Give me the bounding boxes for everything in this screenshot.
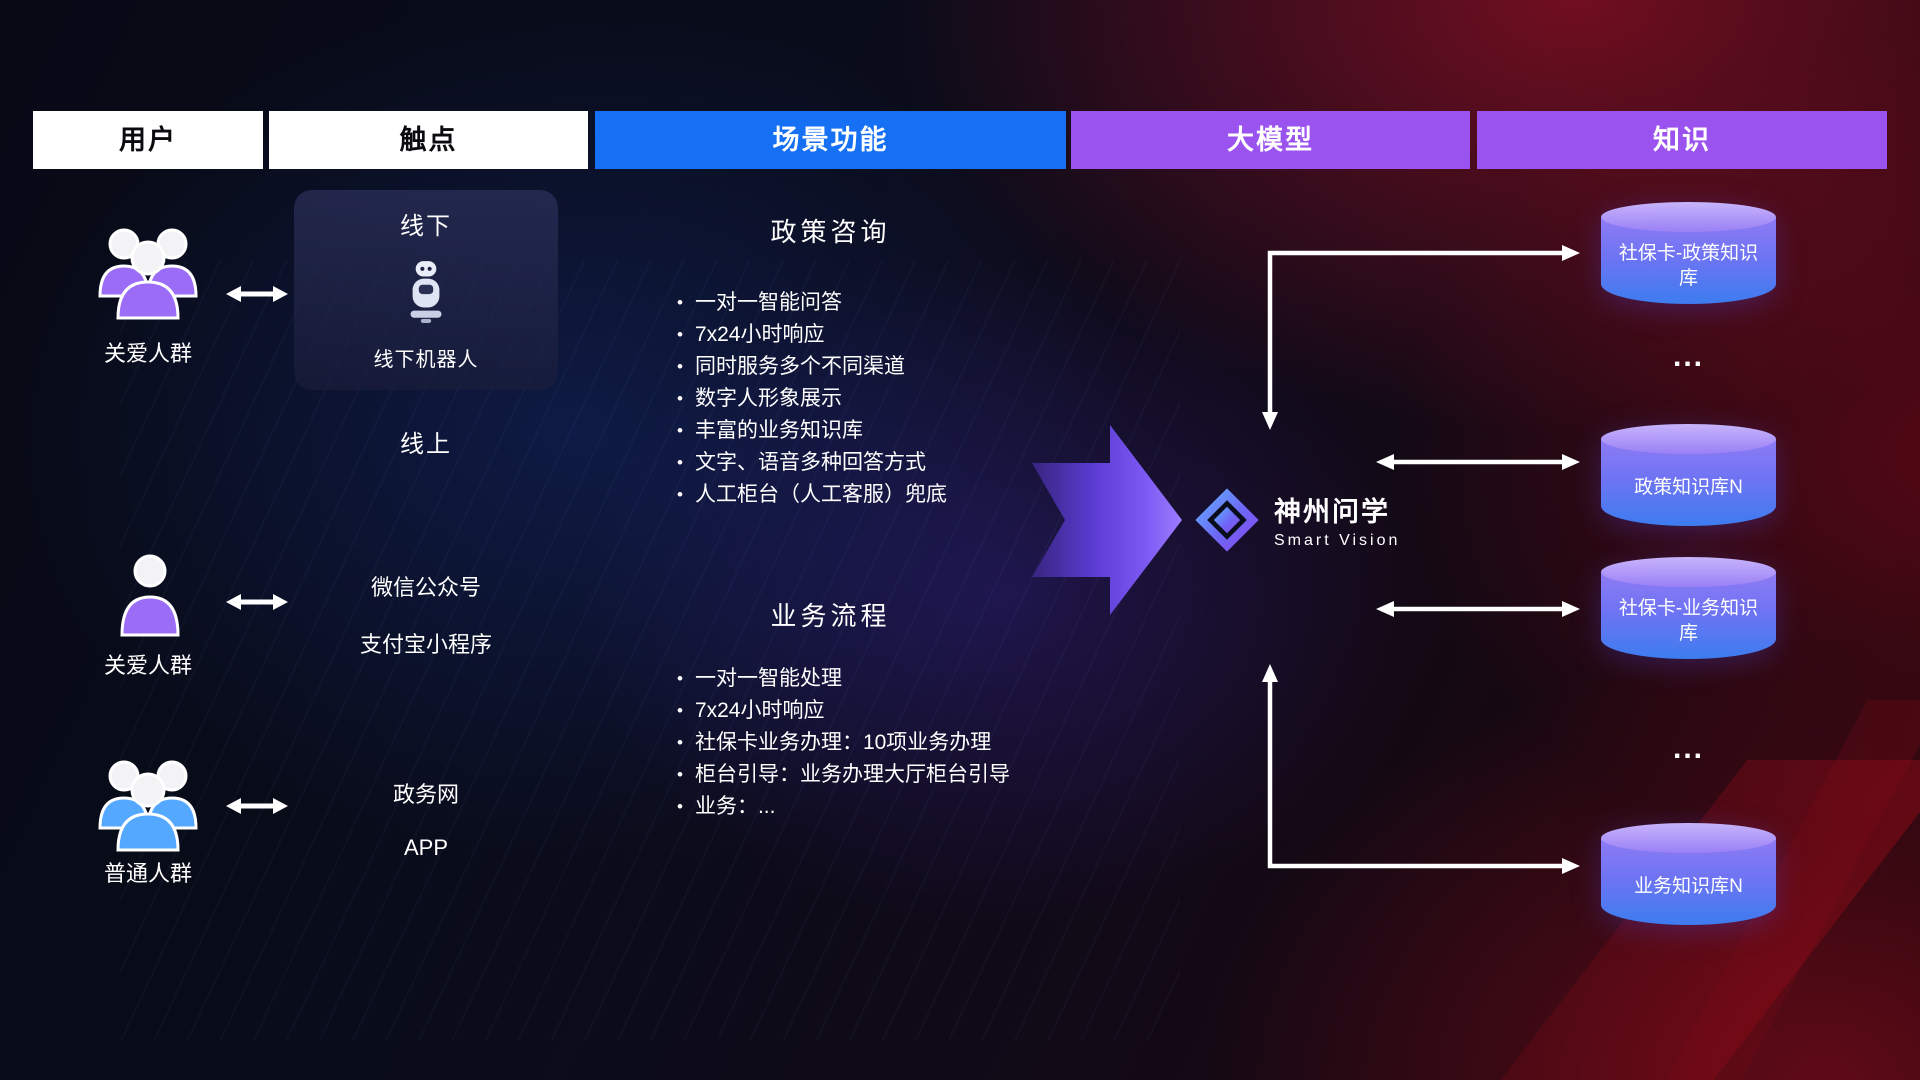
scene-section-title-process: 业务流程 [770,601,891,631]
db-cylinder-top [1601,202,1776,232]
general-user-group-icon [98,760,198,852]
scene-bullet-item: • 7x24小时响应 [677,700,1107,722]
brand-logo-icon [1195,488,1259,552]
bullet-dot: • [677,669,683,688]
bidirectional-arrow-icon [226,798,288,814]
column-header-touchpoints: 触点 [269,111,588,169]
db-cylinder-top [1601,557,1776,587]
column-header-large-model: 大模型 [1071,111,1470,169]
channel-app: APP [403,835,449,860]
scene-bullet-item: • 7x24小时响应 [677,324,1107,346]
bidirectional-arrow-icon [226,286,288,302]
scene-bullet-item: • 一对一智能处理 [677,668,1107,690]
scene-bullet-item: • 丰富的业务知识库 [677,420,1107,442]
scene-section-title-policy: 政策咨询 [770,217,891,247]
bullet-text: 7x24小时响应 [694,699,825,722]
bullet-text: 数字人形象展示 [694,387,842,410]
scene-bullet-item: • 数字人形象展示 [677,388,1107,410]
scene-bullet-item: • 业务：... [677,796,1107,818]
policy-consult-list: • 一对一智能问答 • 7x24小时响应 • 同时服务多个不同渠道 • 数字人形象展示 • 丰富的… [677,292,1107,516]
knowledge-db-social-policy: 社保卡-政策知识库 [1601,202,1776,304]
bullet-dot: • [677,797,683,816]
bidirectional-arrow-icon [226,594,288,610]
bullet-dot: • [677,701,683,720]
bullet-text: 人工柜台（人工客服）兜底 [694,483,947,506]
brand-subtitle: Smart Vision [1274,532,1401,549]
user-group-label: 关爱人群 [103,341,192,366]
brand-logo: 神州问学 Smart Vision [1194,487,1400,553]
bullet-dot: • [677,485,683,504]
bullet-text: 社保卡业务办理：10项业务办理 [694,731,992,754]
db-label: 社保卡-政策知识库 [1618,242,1759,289]
bullet-dot: • [677,325,683,344]
column-header-knowledge: 知识 [1477,111,1887,169]
bullet-text: 一对一智能问答 [694,291,842,314]
business-process-list: • 一对一智能处理 • 7x24小时响应 • 社保卡业务办理：10项业务办理 • 柜台引导：业… [677,668,1107,828]
bullet-dot: • [677,357,683,376]
bullet-text: 柜台引导：业务办理大厅柜台引导 [694,763,1010,786]
knowledge-db-business-n: 业务知识库N [1601,823,1776,925]
bullet-text: 业务：... [694,795,776,818]
offline-title: 线下 [400,213,452,240]
brand-name: 神州问学 [1274,497,1390,527]
robot-icon [410,261,442,323]
bullet-dot: • [677,733,683,752]
column-header-scene-functions: 场景功能 [595,111,1066,169]
column-header-users: 用户 [33,111,263,169]
single-user-icon [120,554,180,637]
scene-bullet-item: • 社保卡业务办理：10项业务办理 [677,732,1107,754]
db-label: 业务知识库N [1634,876,1743,898]
offline-touchpoint-card: 线下 线下机器人 [294,190,558,390]
db-label: 社保卡-业务知识库 [1618,597,1759,644]
scene-bullet-item: • 柜台引导：业务办理大厅柜台引导 [677,764,1107,786]
knowledge-ellipsis: ... [1672,340,1704,373]
general-user-label: 普通人群 [103,861,192,886]
user-group-icon [98,228,198,320]
bullet-dot: • [677,765,683,784]
bullet-text: 7x24小时响应 [694,323,825,346]
bullet-text: 一对一智能处理 [694,667,842,690]
db-label: 政策知识库N [1634,477,1743,499]
bullet-text: 同时服务多个不同渠道 [694,355,905,378]
bullet-dot: • [677,453,683,472]
channel-wechat-official: 微信公众号 [370,575,481,600]
scene-bullet-item: • 文字、语音多种回答方式 [677,452,1107,474]
bullet-dot: • [677,421,683,440]
offline-robot-label: 线下机器人 [373,349,479,371]
db-cylinder-top [1601,823,1776,853]
knowledge-db-policy-n: 政策知识库N [1601,424,1776,526]
channel-gov-web: 政务网 [392,782,459,807]
user-single-label: 关爱人群 [103,653,192,678]
scene-bullet-item: • 同时服务多个不同渠道 [677,356,1107,378]
bullet-dot: • [677,389,683,408]
scene-bullet-item: • 一对一智能问答 [677,292,1107,314]
bullet-text: 文字、语音多种回答方式 [694,451,926,474]
online-title: 线上 [400,431,452,458]
db-cylinder-top [1601,424,1776,454]
knowledge-ellipsis: ... [1672,732,1704,765]
bullet-dot: • [677,293,683,312]
brand-text: 神州问学 Smart Vision [1274,490,1400,550]
channel-alipay-miniprogram: 支付宝小程序 [359,632,492,657]
scene-bullet-item: • 人工柜台（人工客服）兜底 [677,484,1107,506]
bullet-text: 丰富的业务知识库 [694,419,863,442]
knowledge-db-social-business: 社保卡-业务知识库 [1601,557,1776,659]
